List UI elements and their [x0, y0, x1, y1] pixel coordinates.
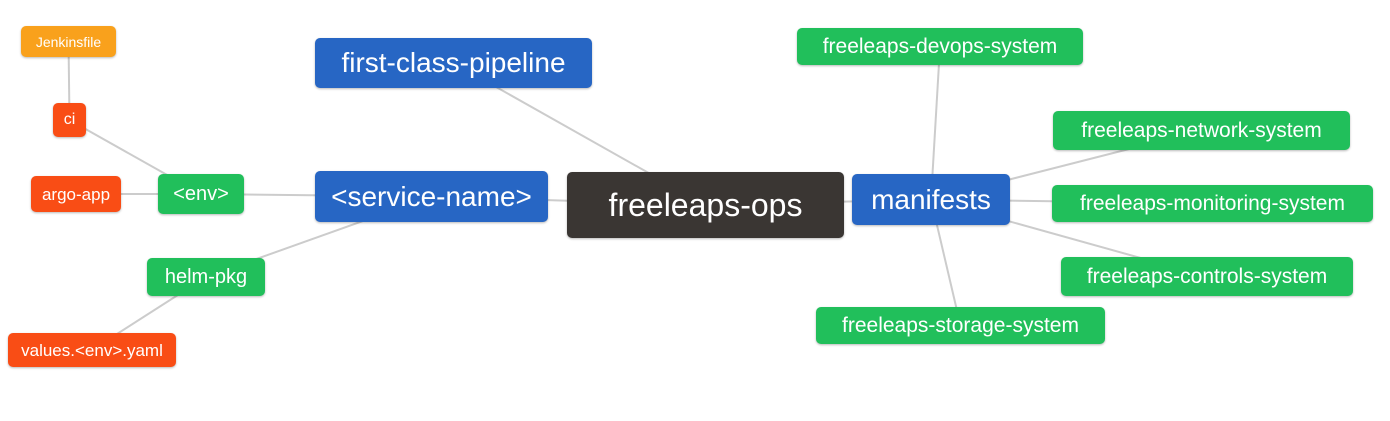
- node-freeleaps-controls-system[interactable]: freeleaps-controls-system: [1061, 257, 1353, 296]
- node-freeleaps-ops[interactable]: freeleaps-ops: [567, 172, 844, 238]
- node-env[interactable]: <env>: [158, 174, 244, 214]
- node-first-class-pipeline[interactable]: first-class-pipeline: [315, 38, 592, 88]
- node-jenkinsfile[interactable]: Jenkinsfile: [21, 26, 116, 57]
- node-helm-pkg[interactable]: helm-pkg: [147, 258, 265, 296]
- node-freeleaps-network-system[interactable]: freeleaps-network-system: [1053, 111, 1350, 150]
- node-freeleaps-storage-system[interactable]: freeleaps-storage-system: [816, 307, 1105, 344]
- node-argo-app[interactable]: argo-app: [31, 176, 121, 212]
- node-values-env-yaml[interactable]: values.<env>.yaml: [8, 333, 176, 367]
- node-ci[interactable]: ci: [53, 103, 86, 137]
- node-service-name[interactable]: <service-name>: [315, 171, 548, 222]
- node-freeleaps-devops-system[interactable]: freeleaps-devops-system: [797, 28, 1083, 65]
- node-freeleaps-monitoring-system[interactable]: freeleaps-monitoring-system: [1052, 185, 1373, 222]
- node-manifests[interactable]: manifests: [852, 174, 1010, 225]
